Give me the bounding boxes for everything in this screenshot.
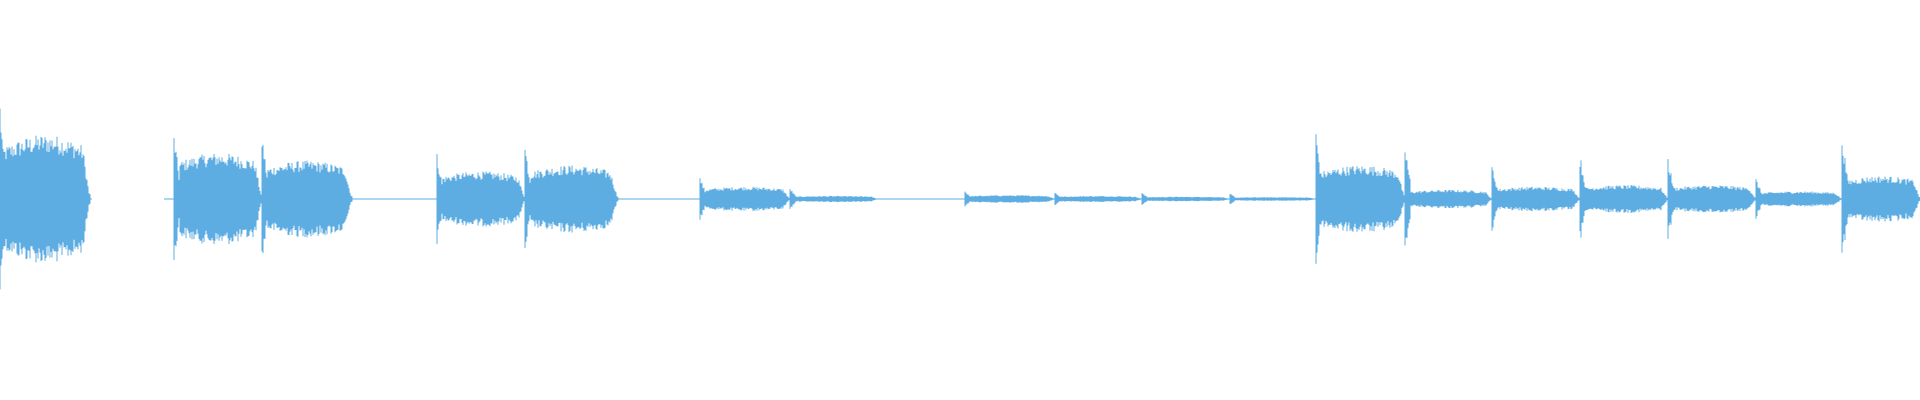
waveform-clip[interactable]: [1667, 159, 1757, 239]
waveform-segment: [1054, 192, 1143, 206]
waveform-clip[interactable]: [436, 154, 526, 244]
waveform-clip[interactable]: [1841, 145, 1920, 253]
waveform-segment: [789, 189, 879, 209]
waveform-segment: [1755, 179, 1843, 219]
waveform-clip[interactable]: [0, 108, 91, 290]
waveform-clip[interactable]: [789, 189, 879, 209]
waveform-segment: [1404, 152, 1493, 246]
waveform-segment: [1229, 194, 1317, 204]
waveform-segment: [964, 191, 1056, 207]
waveform-clip[interactable]: [173, 138, 263, 260]
waveform-clip[interactable]: [524, 149, 619, 249]
waveform-clip[interactable]: [1755, 179, 1843, 219]
waveform-segment: [699, 178, 791, 220]
waveform-clip[interactable]: [1315, 134, 1406, 264]
silence-gap: [92, 195, 164, 203]
waveform-clip[interactable]: [1141, 193, 1231, 205]
waveform-segment: [0, 108, 91, 290]
waveform-segment: [1491, 167, 1581, 231]
waveform-clip[interactable]: [1579, 160, 1669, 238]
waveform-clip[interactable]: [1229, 194, 1317, 204]
waveform-clip[interactable]: [1491, 167, 1581, 231]
waveform-segment: [1141, 193, 1231, 205]
waveform-segment: [1579, 160, 1669, 238]
waveform-clip[interactable]: [1404, 152, 1493, 246]
waveform-clip[interactable]: [699, 178, 791, 220]
waveform-segment: [1841, 145, 1920, 253]
waveform-clip[interactable]: [1054, 192, 1143, 206]
waveform-segment: [436, 154, 526, 244]
waveform-clip[interactable]: [261, 144, 353, 254]
waveform-segment: [261, 144, 353, 254]
waveform-clip[interactable]: [964, 191, 1056, 207]
waveform-segment: [1315, 134, 1406, 264]
waveform-segment: [1667, 159, 1757, 239]
waveform-segment: [173, 138, 263, 260]
waveform-segment: [524, 149, 619, 249]
